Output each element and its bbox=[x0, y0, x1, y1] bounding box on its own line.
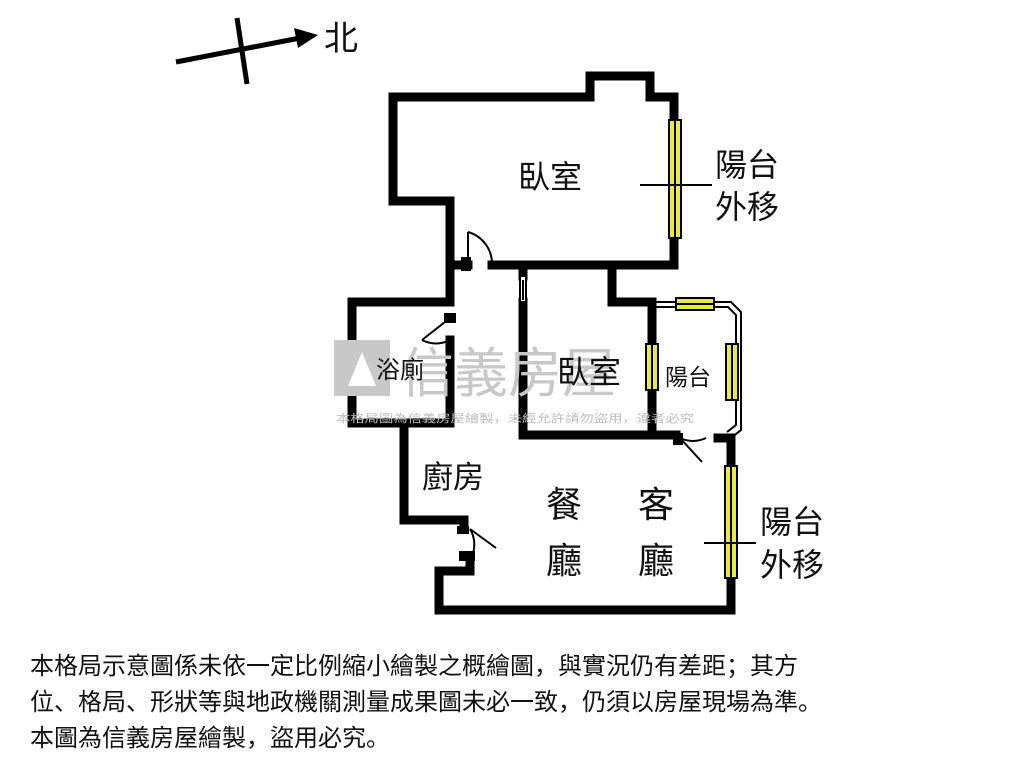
room-label-living-2: 廳 bbox=[638, 541, 674, 582]
compass-north-label: 北 bbox=[324, 19, 358, 59]
room-label-bedroom-main: 臥室 bbox=[518, 158, 582, 196]
room-label-living-1: 客 bbox=[638, 485, 674, 526]
room-label-dining-1: 餐 bbox=[546, 485, 582, 526]
disclaimer-line-1: 本格局示意圖係未依一定比例縮小繪製之概繪圖，與實況仍有差距；其方 bbox=[30, 652, 798, 680]
room-label-dining-2: 廳 bbox=[546, 541, 582, 582]
note-balcony-right-1: 陽台 bbox=[760, 503, 824, 541]
room-label-bedroom-second: 臥室 bbox=[557, 353, 621, 391]
compass-arrowhead bbox=[294, 28, 318, 48]
compass-arrow bbox=[175, 17, 301, 85]
disclaimer: 本格局示意圖係未依一定比例縮小繪製之概繪圖，與實況仍有差距；其方 位、格局、形狀… bbox=[30, 648, 1005, 756]
room-label-kitchen: 廚房 bbox=[422, 460, 484, 496]
watermark: 信義房屋 本格局圖為信義房屋繪製，未經允許請勿盜用，違者必究 bbox=[334, 340, 694, 425]
note-balcony-right-2: 外移 bbox=[760, 546, 824, 584]
note-balcony-top-1: 陽台 bbox=[715, 146, 779, 184]
watermark-notice: 本格局圖為信義房屋繪製，未經允許請勿盜用，違者必究 bbox=[336, 411, 694, 425]
disclaimer-line-2: 位、格局、形狀等與地政機關測量成果圖未必一致，仍須以房屋現場為準。 bbox=[30, 688, 822, 716]
room-label-bathroom: 浴廁 bbox=[376, 356, 424, 384]
note-balcony-top-2: 外移 bbox=[715, 188, 779, 226]
windows bbox=[645, 119, 739, 579]
disclaimer-line-3: 本圖為信義房屋繪製，盜用必究。 bbox=[30, 724, 390, 752]
doors bbox=[421, 231, 707, 561]
watermark-brand: 信義房屋 bbox=[400, 342, 616, 405]
room-label-balcony: 陽台 bbox=[665, 365, 711, 391]
annotation-lines bbox=[640, 184, 756, 544]
walls bbox=[347, 71, 736, 615]
